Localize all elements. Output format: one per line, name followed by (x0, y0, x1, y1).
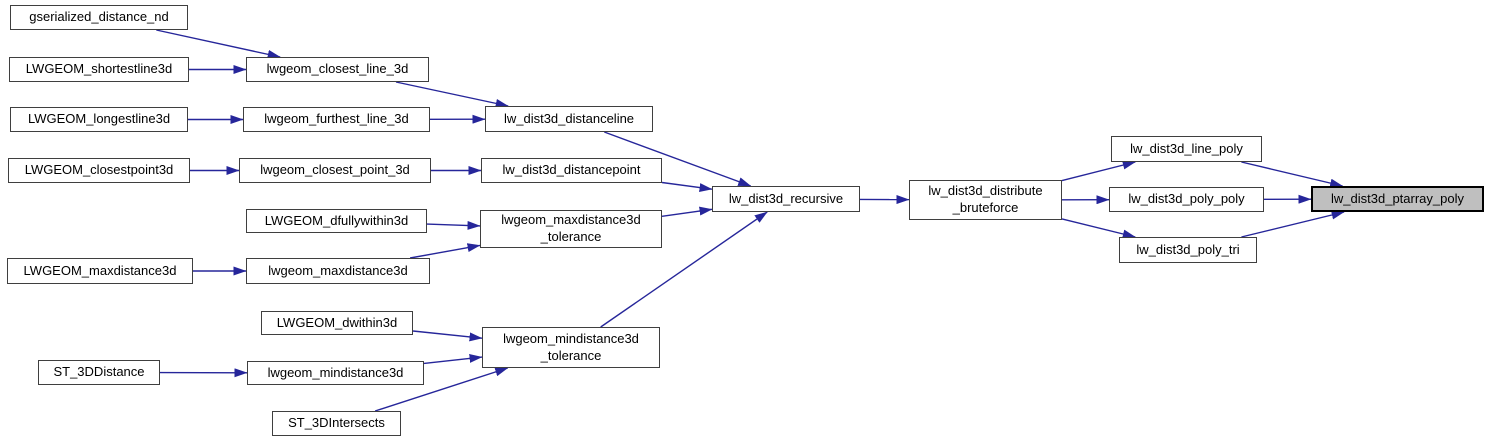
node-label: lw_dist3d_distanceline (503, 110, 635, 126)
node-lw_dist3d_ptarray_poly: lw_dist3d_ptarray_poly (1311, 186, 1484, 212)
edge-lw_dist3d_distribute_bruteforce-to-lw_dist3d_line_poly (1061, 160, 1136, 182)
node-label: lw_dist3d_distancepoint (502, 162, 641, 178)
node-gserialized_distance_nd[interactable]: gserialized_distance_nd (10, 5, 188, 30)
node-lw_dist3d_line_poly[interactable]: lw_dist3d_line_poly (1111, 136, 1262, 162)
node-label: _bruteforce (952, 200, 1019, 215)
node-label: lw_dist3d_poly_tri (1136, 241, 1240, 257)
node-lwgeom_closest_line_3d[interactable]: lwgeom_closest_line_3d (246, 57, 429, 82)
edge-ST_3DIntersects-to-lwgeom_mindistance3d_tolerance (374, 367, 509, 412)
node-label: LWGEOM_closestpoint3d (24, 162, 174, 178)
node-lw_dist3d_distanceline[interactable]: lw_dist3d_distanceline (485, 106, 653, 132)
node-label: lwgeom_maxdistance3d (268, 262, 408, 278)
edge-lw_dist3d_line_poly-to-lw_dist3d_ptarray_poly (1241, 161, 1344, 188)
node-lw_dist3d_distancepoint[interactable]: lw_dist3d_distancepoint (481, 158, 662, 183)
node-label: lwgeom_closest_point_3d (260, 162, 410, 178)
node-label: LWGEOM_shortestline3d (25, 61, 173, 77)
node-label: lw_dist3d_distribute (928, 183, 1043, 199)
node-label: _tolerance (540, 347, 602, 363)
node-label: LWGEOM_dwithin3d (276, 314, 398, 330)
edge-lwgeom_maxdistance3d-to-lwgeom_maxdistance3d_tolerance (409, 243, 481, 259)
node-ST_3DIntersects[interactable]: ST_3DIntersects (272, 411, 401, 436)
node-label: ST_3DIntersects (288, 415, 385, 431)
edge-lw_dist3d_distancepoint-to-lw_dist3d_recursive (661, 181, 713, 192)
node-lwgeom_furthest_line_3d[interactable]: lwgeom_furthest_line_3d (243, 107, 430, 132)
edge-lwgeom_mindistance3d_tolerance-to-lw_dist3d_recursive (600, 211, 768, 328)
node-label: lwgeom_maxdistance3d (501, 212, 641, 228)
node-lwgeom_mindistance3d_tolerance[interactable]: lwgeom_mindistance3d_tolerance (482, 327, 660, 368)
edge-lwgeom_closest_line_3d-to-lw_dist3d_distanceline (395, 81, 509, 108)
edge-lwgeom_mindistance3d-to-lwgeom_mindistance3d_tolerance (423, 353, 483, 365)
node-label: LWGEOM_longestline3d (27, 111, 171, 127)
node-LWGEOM_longestline3d[interactable]: LWGEOM_longestline3d (10, 107, 188, 132)
edge-LWGEOM_dfullywithin3d-to-lwgeom_maxdistance3d_tolerance (426, 220, 481, 230)
node-lwgeom_closest_point_3d[interactable]: lwgeom_closest_point_3d (239, 158, 431, 183)
node-lwgeom_maxdistance3d_tolerance[interactable]: lwgeom_maxdistance3d_tolerance (480, 210, 662, 248)
node-label: lwgeom_furthest_line_3d (264, 111, 409, 127)
node-LWGEOM_shortestline3d[interactable]: LWGEOM_shortestline3d (9, 57, 189, 82)
node-label: LWGEOM_dfullywithin3d (264, 212, 409, 228)
node-lwgeom_mindistance3d[interactable]: lwgeom_mindistance3d (247, 361, 424, 385)
node-label: lwgeom_closest_line_3d (266, 61, 409, 77)
node-lw_dist3d_distribute_bruteforce[interactable]: lw_dist3d_distribute_bruteforce (909, 180, 1062, 220)
node-LWGEOM_maxdistance3d[interactable]: LWGEOM_maxdistance3d (7, 258, 193, 284)
node-LWGEOM_dwithin3d[interactable]: LWGEOM_dwithin3d (261, 311, 413, 335)
edge-lw_dist3d_distanceline-to-lw_dist3d_recursive (604, 131, 752, 187)
edge-lw_dist3d_distribute_bruteforce-to-lw_dist3d_poly_tri (1061, 218, 1136, 239)
node-label: lw_dist3d_line_poly (1130, 140, 1243, 156)
edge-lwgeom_maxdistance3d_tolerance-to-lw_dist3d_recursive (661, 206, 713, 217)
edge-LWGEOM_dwithin3d-to-lwgeom_mindistance3d_tolerance (412, 330, 483, 342)
node-lwgeom_maxdistance3d[interactable]: lwgeom_maxdistance3d (246, 258, 430, 284)
node-label: _tolerance (540, 229, 602, 244)
node-lw_dist3d_poly_tri[interactable]: lw_dist3d_poly_tri (1119, 237, 1257, 263)
node-label: lw_dist3d_poly_poly (1128, 191, 1245, 207)
node-lw_dist3d_poly_poly[interactable]: lw_dist3d_poly_poly (1109, 187, 1264, 212)
edge-lw_dist3d_poly_tri-to-lw_dist3d_ptarray_poly (1241, 210, 1345, 238)
node-lw_dist3d_recursive[interactable]: lw_dist3d_recursive (712, 186, 860, 212)
edge-gserialized_distance_nd-to-lwgeom_closest_line_3d (156, 29, 281, 59)
node-label: lwgeom_mindistance3d (503, 330, 639, 346)
node-LWGEOM_closestpoint3d[interactable]: LWGEOM_closestpoint3d (8, 158, 190, 183)
node-ST_3DDistance[interactable]: ST_3DDistance (38, 360, 160, 385)
node-label: lwgeom_mindistance3d (267, 364, 404, 380)
node-label: ST_3DDistance (53, 364, 145, 380)
node-label: LWGEOM_maxdistance3d (23, 262, 177, 278)
node-LWGEOM_dfullywithin3d[interactable]: LWGEOM_dfullywithin3d (246, 209, 427, 233)
node-label: lw_dist3d_recursive (728, 190, 844, 206)
node-label: lw_dist3d_ptarray_poly (1331, 190, 1464, 206)
node-label: gserialized_distance_nd (29, 9, 169, 25)
